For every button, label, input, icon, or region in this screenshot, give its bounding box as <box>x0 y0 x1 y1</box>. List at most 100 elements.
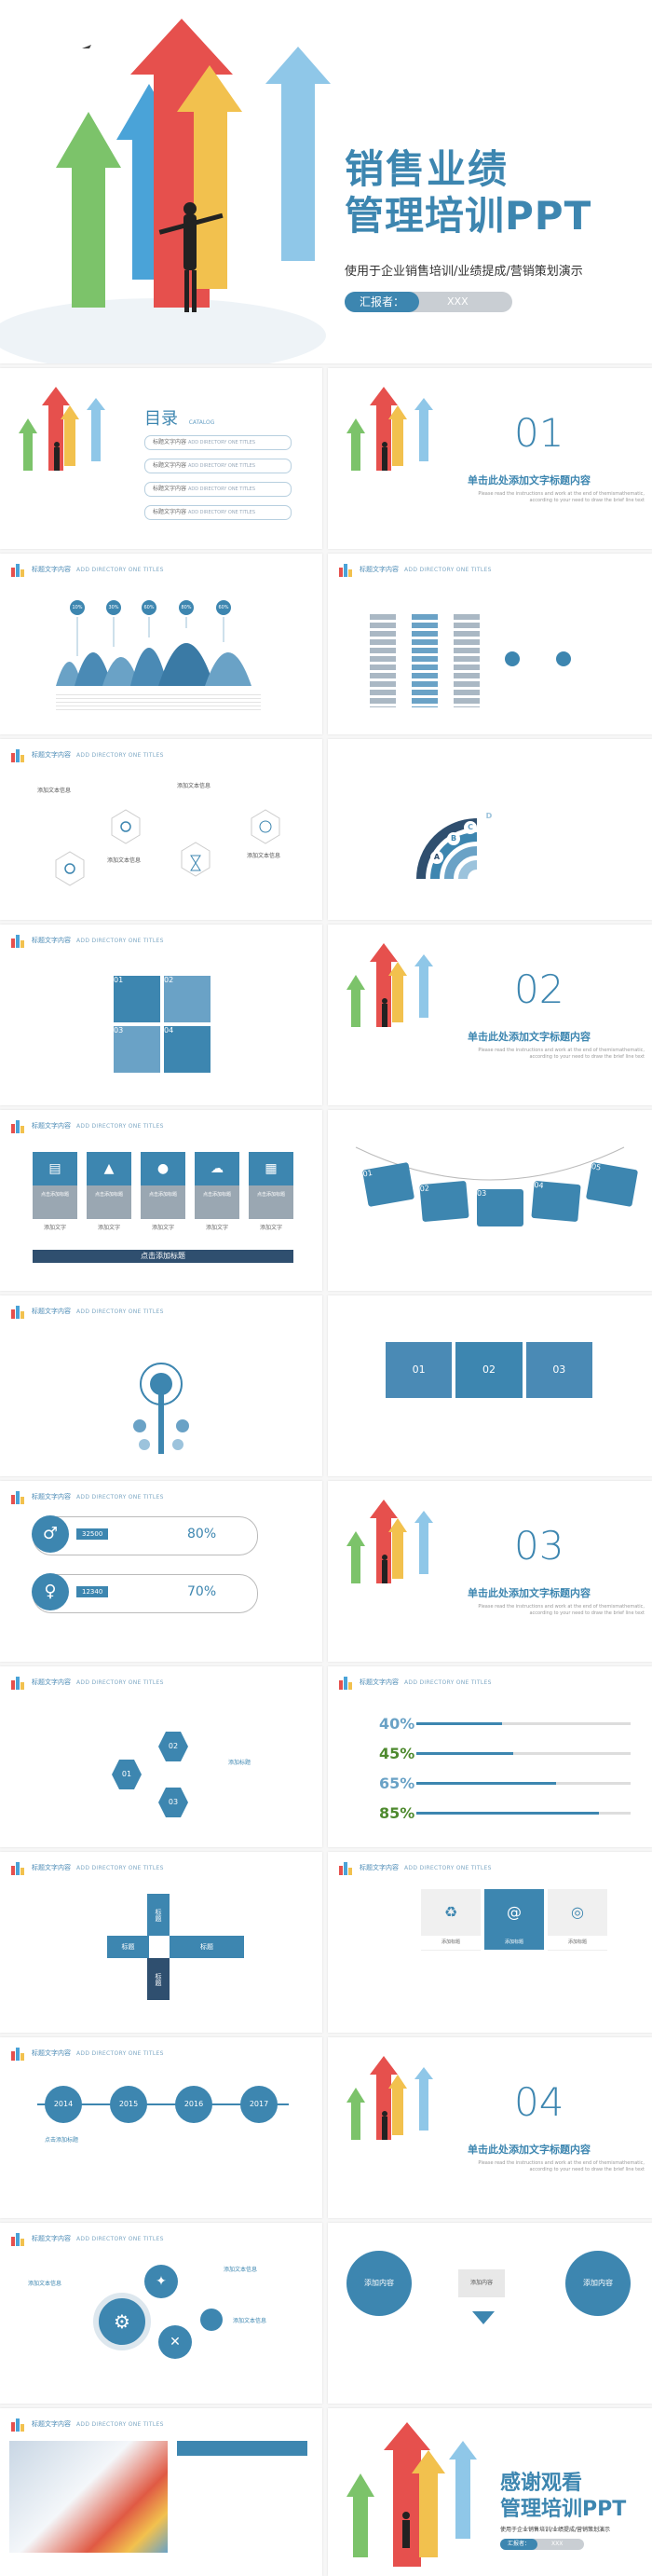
progress-value: 45% <box>379 1744 415 1762</box>
icon-column: ▦点击添加标题添加文字 <box>249 1152 293 1236</box>
header-arrows-icon <box>337 562 352 577</box>
header-subtitle: ADD DIRECTORY ONE TITLES <box>76 1308 164 1315</box>
slide-section-01[interactable]: 01 单击此处添加文字标题内容 Please read the instruct… <box>328 368 652 549</box>
header-arrows-icon <box>9 1489 24 1504</box>
slide-tags[interactable]: 01 02 03 04 05 <box>328 1110 652 1291</box>
arrows-thumbnail <box>346 387 433 471</box>
puzzle-piece: 01 <box>386 1342 453 1398</box>
section-desc: Please read the instructions and work at… <box>478 2160 645 2172</box>
table-col: ♻添加标题 <box>421 1889 481 1951</box>
slide-thanks[interactable]: 感谢观看 管理培训PPT 使用于企业销售培训/业绩提成/营销策划演示 汇报者： … <box>328 2408 652 2576</box>
warning-icon: ▲ <box>87 1152 131 1185</box>
header-arrows-icon <box>9 1118 24 1133</box>
tag-number: 03 <box>477 1189 487 1198</box>
toc-item[interactable]: 标题文字内容 ADD DIRECTORY ONE TITLES <box>144 482 292 497</box>
header-subtitle: ADD DIRECTORY ONE TITLES <box>76 751 164 759</box>
progress-list: 40% 45% 65% 85% <box>379 1708 631 1828</box>
toc-title: 目录 CATALOG <box>144 405 214 430</box>
thanks-subtitle: 使用于企业销售培训/业绩提成/营销策划演示 <box>500 2527 611 2533</box>
toc-item-desc: ADD DIRECTORY ONE TITLES <box>187 440 256 445</box>
hex-text-4: 添加文本信息 <box>247 853 281 859</box>
mountain-label: 80% <box>179 600 194 615</box>
flow-right-circle: 添加内容 <box>565 2251 631 2316</box>
section-number: 02 <box>514 966 564 1012</box>
slide-puzzle-3[interactable]: 01 02 03 <box>328 1295 652 1476</box>
toc-item[interactable]: 标题文字内容 ADD DIRECTORY ONE TITLES <box>144 459 292 473</box>
slide-tree[interactable]: 标题文字内容 ADD DIRECTORY ONE TITLES <box>0 1295 322 1476</box>
header-title: 标题文字内容 <box>32 2049 71 2057</box>
progress-fill <box>416 1811 599 1815</box>
gears-label-3: 添加文本信息 <box>233 2318 267 2324</box>
slide-section-04[interactable]: 04 单击此处添加文字标题内容 Please read the instruct… <box>328 2037 652 2218</box>
slide-section-03[interactable]: 03 单击此处添加文字标题内容 Please read the instruct… <box>328 1481 652 1662</box>
presenter-pill: 汇报者： XXX <box>500 2539 584 2550</box>
slide-section-02[interactable]: 02 单击此处添加文字标题内容 Please read the instruct… <box>328 925 652 1105</box>
cross-bottom: 标题 <box>147 1958 170 2000</box>
header-subtitle: ADD DIRECTORY ONE TITLES <box>76 2049 164 2057</box>
toc-title-text: 目录 <box>144 409 178 429</box>
section-number: 03 <box>514 1523 564 1569</box>
mountain-label: 10% <box>70 600 85 615</box>
toc-item[interactable]: 标题文字内容 ADD DIRECTORY ONE TITLES <box>144 435 292 450</box>
hex-item: 02 <box>158 1732 188 1761</box>
timeline-node: 2017 <box>240 2086 278 2123</box>
icon-column: ▤点击添加标题添加文字 <box>33 1152 77 1236</box>
header-arrows-icon <box>9 562 24 577</box>
header-subtitle: ADD DIRECTORY ONE TITLES <box>76 1679 164 1686</box>
bottom-title-bar: 点击添加标题 <box>33 1250 293 1263</box>
bar-stack-1 <box>370 614 396 707</box>
icon-column: ☁点击添加标题添加文字 <box>195 1152 239 1236</box>
mountain-label: 60% <box>216 600 231 615</box>
progress-value: 40% <box>379 1714 415 1733</box>
slide-cover[interactable]: 销售业绩 管理培训PPT 使用于企业销售培训/业绩提成/营销策划演示 汇报者： … <box>0 0 652 363</box>
tag: 04 <box>531 1180 581 1223</box>
progress-track <box>416 1721 631 1725</box>
mountain-chart <box>56 617 251 686</box>
header-arrows-icon <box>9 2231 24 2246</box>
toc-item[interactable]: 标题文字内容 ADD DIRECTORY ONE TITLES <box>144 505 292 520</box>
header-arrows-icon <box>9 933 24 948</box>
icon-columns: ▤点击添加标题添加文字 ▲点击添加标题添加文字 ●点击添加标题添加文字 ☁点击添… <box>33 1152 293 1236</box>
hexagon-row <box>55 809 280 886</box>
header-arrows-icon <box>337 1675 352 1690</box>
bar-stack-3 <box>454 614 480 707</box>
icon-box-label: 点击添加标题 <box>141 1185 185 1219</box>
slide-abcd-arcs[interactable]: A B C D <box>328 739 652 920</box>
hex-label: 添加标题 <box>228 1760 251 1766</box>
thanks-title-line2: 管理培训PPT <box>500 2498 627 2521</box>
bar-stack-2 <box>412 614 438 707</box>
flow-left-circle: 添加内容 <box>346 2251 412 2316</box>
slide-toc[interactable]: 目录 CATALOG 标题文字内容 ADD DIRECTORY ONE TITL… <box>0 368 322 549</box>
toc-item-label: 标题文字内容 <box>153 509 187 515</box>
arrows-thumbnail <box>346 2056 433 2140</box>
header-title: 标题文字内容 <box>360 1864 399 1871</box>
rising-arrows-illustration <box>346 2422 477 2567</box>
hex-text-2: 添加文本信息 <box>177 783 211 789</box>
cross-left: 标题 <box>107 1936 149 1958</box>
header-title: 标题文字内容 <box>32 1122 71 1130</box>
table-cell: 添加标题 <box>484 1936 544 1950</box>
arc-letter: C <box>464 821 477 834</box>
slide-flow[interactable]: 添加内容 添加内容 添加内容 <box>328 2223 652 2404</box>
header-title: 标题文字内容 <box>32 1308 71 1315</box>
presenter-value: XXX <box>551 2541 564 2547</box>
header-subtitle: ADD DIRECTORY ONE TITLES <box>76 1864 164 1871</box>
